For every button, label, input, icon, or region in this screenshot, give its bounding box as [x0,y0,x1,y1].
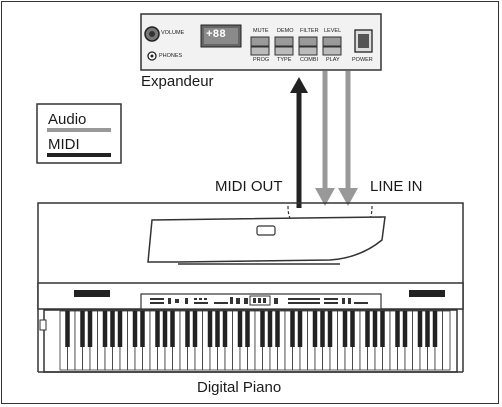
black-key [87,311,93,347]
display-readout: +88 [206,29,226,41]
mute-button[interactable] [250,36,270,47]
black-key [267,311,273,347]
black-key [380,311,385,347]
line-in-label: LINE IN [370,178,423,195]
black-key [395,311,400,347]
black-key [372,311,378,347]
black-key [312,311,318,347]
black-key [117,311,123,347]
black-key [102,311,108,347]
type-label: TYPE [277,57,292,63]
black-key [185,311,190,347]
white-key [442,310,451,371]
midi-out-label: MIDI OUT [215,178,283,195]
black-key [192,311,198,347]
demo-button[interactable] [274,36,294,47]
mute-label: MUTE [253,28,269,34]
music-rest [147,216,386,263]
black-key [222,311,228,347]
audio-arrow-left [315,188,335,206]
audio-arrow-right [338,188,358,206]
black-key [342,311,348,347]
prog-label: PROG [253,57,270,63]
black-key [365,311,370,347]
demo-label: DEMO [277,28,294,34]
black-key [237,311,243,347]
black-key [65,311,70,347]
expander-label: Expandeur [141,73,214,90]
piano-keyboard [59,310,451,371]
black-key [350,311,355,347]
legend-box [36,103,122,164]
power-label: POWER [352,57,373,63]
black-key [297,311,303,347]
black-key [207,311,213,347]
black-key [320,311,325,347]
level-button[interactable] [322,36,342,47]
black-key [327,311,333,347]
digital-piano [37,202,464,373]
black-key [132,311,138,347]
black-key [432,311,438,347]
black-key [245,311,250,347]
phones-label: PHONES [159,53,183,59]
volume-label: VOLUME [161,30,185,36]
black-key [170,311,175,347]
black-key [110,311,115,347]
black-key [290,311,295,347]
black-key [402,311,408,347]
play-label: PLAY [326,57,340,63]
black-key [260,311,265,347]
black-key [80,311,85,347]
right-speaker-grill [409,290,445,297]
legend-audio-label: Audio [48,111,87,128]
black-key [155,311,160,347]
left-speaker-grill [74,290,110,297]
legend-midi-label: MIDI [48,136,80,153]
black-key [162,311,168,347]
midi-arrow-head [290,77,308,93]
black-key [215,311,220,347]
combi-label: COMBI [300,57,319,63]
level-label: LEVEL [324,28,342,34]
filter-label: FILTER [300,28,319,34]
black-key [140,311,145,347]
digital-piano-label: Digital Piano [197,379,282,396]
black-key [417,311,423,347]
expander-unit [140,13,382,71]
black-key [425,311,430,347]
filter-button[interactable] [298,36,318,47]
black-key [275,311,280,347]
